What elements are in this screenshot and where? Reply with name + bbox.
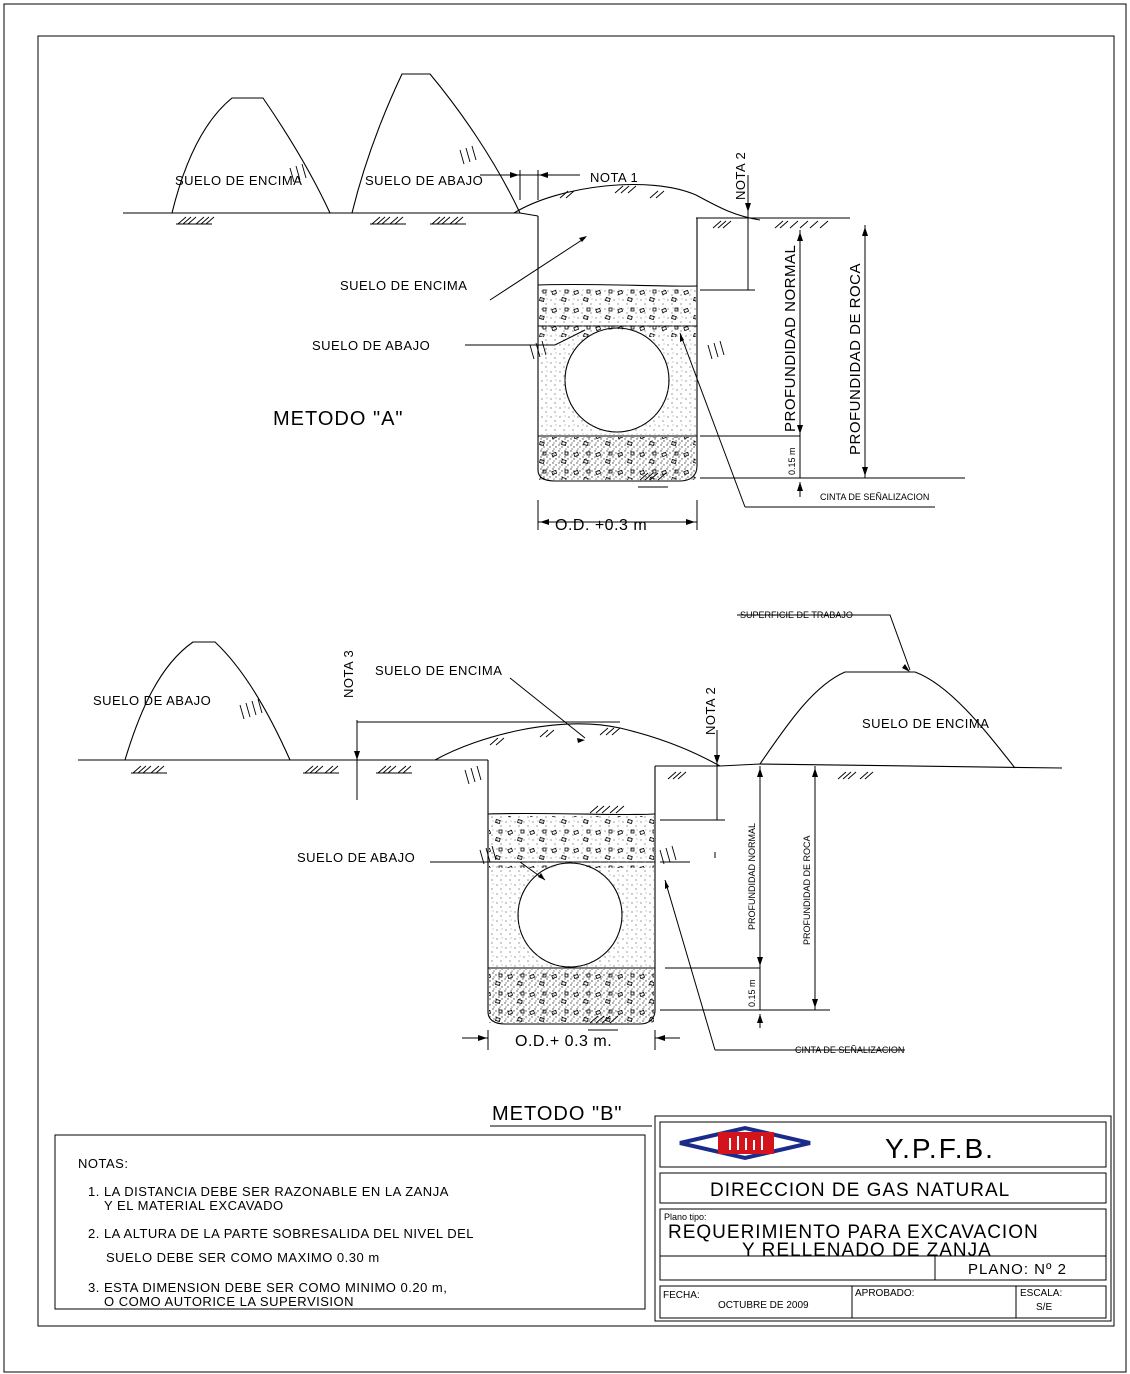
fecha-label: FECHA: bbox=[663, 1290, 700, 1301]
note-1-line-2: Y EL MATERIAL EXCAVADO bbox=[104, 1198, 284, 1213]
plan-title-line-2: Y RELLENADO DE ZANJA bbox=[742, 1240, 992, 1261]
pile-label-suelo-encima-a: SUELO DE ENCIMA bbox=[175, 173, 302, 188]
plan-number: PLANO: Nº 2 bbox=[968, 1261, 1067, 1278]
dimensions-a bbox=[465, 170, 965, 530]
ypfb-logo bbox=[679, 1125, 811, 1161]
label-suelo-abajo-a: SUELO DE ABAJO bbox=[312, 338, 430, 353]
method-a-title: METODO "A" bbox=[273, 408, 404, 430]
notes-heading: NOTAS: bbox=[78, 1156, 128, 1171]
company-name: Y.P.F.B. bbox=[885, 1133, 995, 1164]
profundidad-normal-a: PROFUNDIDAD NORMAL bbox=[782, 245, 799, 432]
nota3-label: NOTA 3 bbox=[341, 650, 356, 698]
dim-015-b: 0.15 m bbox=[747, 979, 757, 1007]
cinta-label-a: CINTA DE SEÑALIZACION bbox=[820, 492, 929, 502]
title-block bbox=[654, 1115, 1112, 1322]
soil-pile-abajo-b bbox=[124, 641, 291, 761]
profundidad-normal-b: PROFUNDIDAD NORMAL bbox=[747, 823, 757, 930]
soil-pile-top-a bbox=[171, 97, 331, 214]
superficie-trabajo-label: SUPERFICIE DE TRABAJO bbox=[740, 610, 853, 620]
soil-pile-bottom-a bbox=[351, 73, 521, 214]
profundidad-roca-a: PROFUNDIDAD DE ROCA bbox=[847, 263, 864, 455]
dim-015-a: 0.15 m bbox=[787, 447, 797, 475]
department-name: DIRECCION DE GAS NATURAL bbox=[710, 1180, 1010, 1201]
escala-value: S/E bbox=[1036, 1302, 1052, 1313]
cinta-label-b: CINTA DE SEÑALIZACION bbox=[795, 1045, 904, 1055]
note-3-line-1: 3. ESTA DIMENSION DEBE SER COMO MINIMO 0… bbox=[88, 1280, 447, 1295]
ground-hatch-a bbox=[176, 145, 829, 488]
pile-label-suelo-abajo-a: SUELO DE ABAJO bbox=[365, 173, 483, 188]
method-a-drawing bbox=[123, 73, 850, 482]
dimensions-b bbox=[356, 614, 911, 1051]
note-2-line-2: SUELO DEBE SER COMO MAXIMO 0.30 m bbox=[106, 1250, 380, 1265]
nota2-label-b: NOTA 2 bbox=[703, 687, 718, 735]
profundidad-roca-b: PROFUNDIDAD DE ROCA bbox=[802, 835, 812, 945]
plan-title-line-1: REQUERIMIENTO PARA EXCAVACION bbox=[668, 1222, 1039, 1243]
aprobado-label: APROBADO: bbox=[855, 1288, 914, 1299]
note-2-line-1: 2. LA ALTURA DE LA PARTE SOBRESALIDA DEL… bbox=[88, 1226, 474, 1241]
nota1-label: NOTA 1 bbox=[590, 170, 638, 185]
nota2-label-a: NOTA 2 bbox=[733, 152, 748, 200]
sheet-border bbox=[3, 3, 1127, 1373]
ground-hatch-b bbox=[131, 698, 874, 1031]
note-3-line-2: O COMO AUTORICE LA SUPERVISION bbox=[104, 1294, 354, 1309]
soil-pile-encima-b bbox=[759, 671, 1016, 769]
pile-label-suelo-abajo-b: SUELO DE ABAJO bbox=[93, 693, 211, 708]
plan-type-label: Plano tipo: bbox=[664, 1212, 707, 1222]
escala-label: ESCALA: bbox=[1020, 1288, 1062, 1299]
fecha-value: OCTUBRE DE 2009 bbox=[718, 1300, 809, 1311]
label-suelo-encima-b: SUELO DE ENCIMA bbox=[375, 663, 502, 678]
notes-box bbox=[54, 1134, 646, 1310]
width-dim-b: O.D.+ 0.3 m. bbox=[515, 1033, 612, 1050]
method-b-title: METODO "B" bbox=[492, 1103, 623, 1125]
note-1-line-1: 1. LA DISTANCIA DEBE SER RAZONABLE EN LA… bbox=[88, 1184, 449, 1199]
width-dim-a: O.D. +0.3 m bbox=[555, 517, 647, 534]
pile-label-suelo-encima-b: SUELO DE ENCIMA bbox=[862, 716, 989, 731]
label-suelo-encima-a: SUELO DE ENCIMA bbox=[340, 278, 467, 293]
label-suelo-abajo-b: SUELO DE ABAJO bbox=[297, 850, 415, 865]
